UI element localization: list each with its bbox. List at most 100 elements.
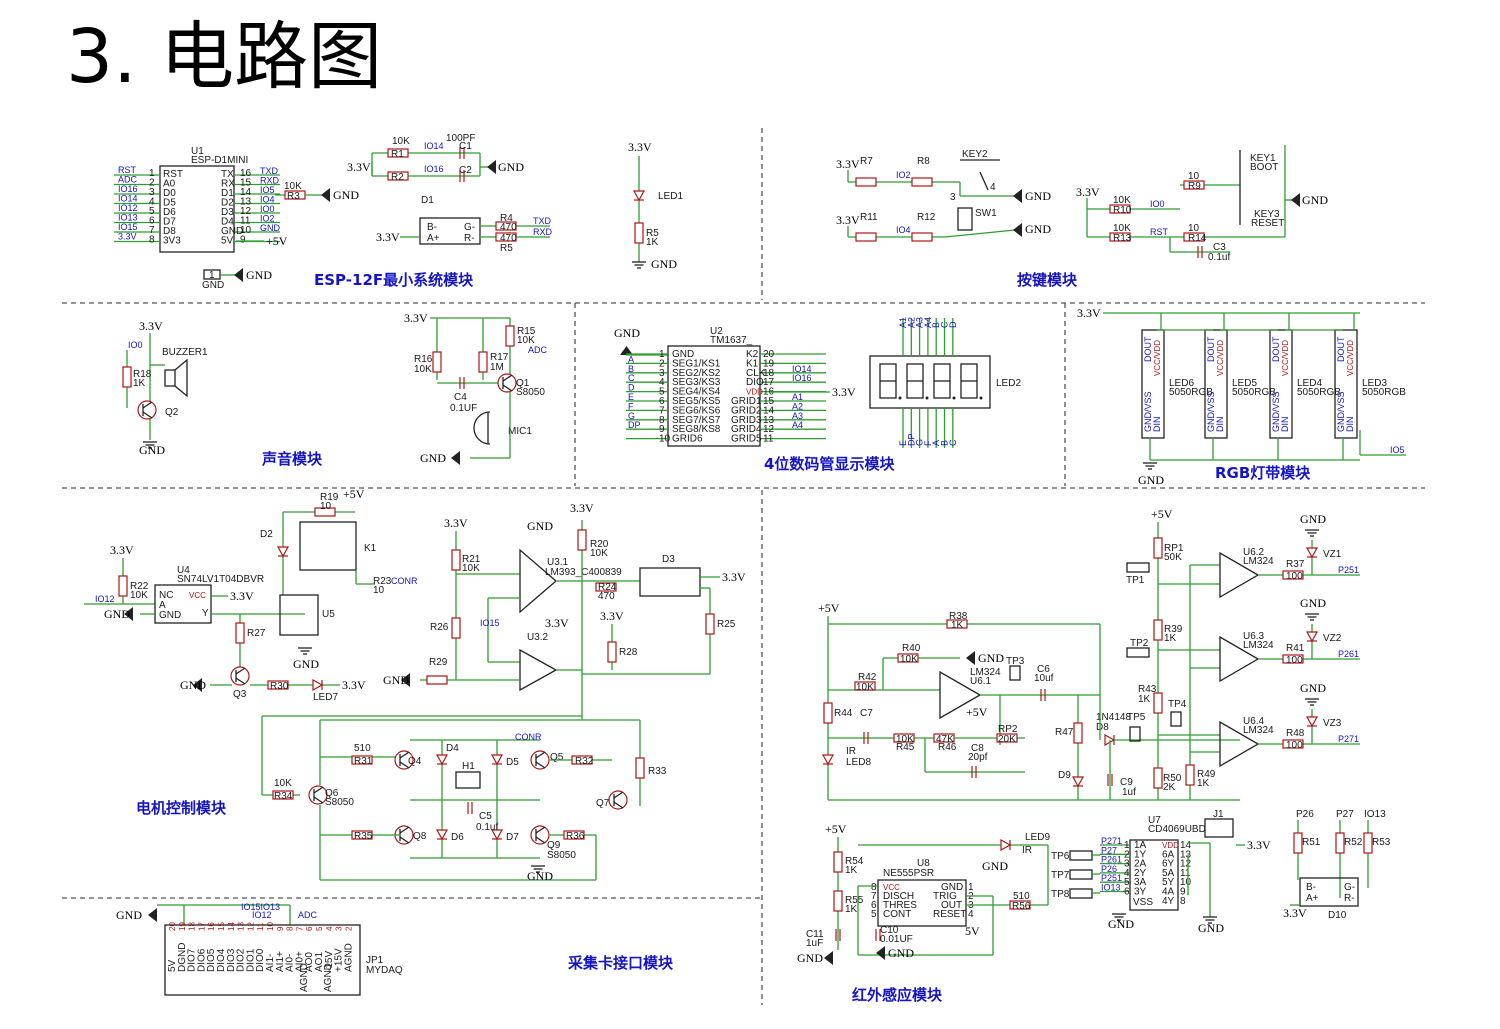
d4-label: D4: [446, 743, 459, 754]
sw1-body: [957, 207, 973, 231]
d10-pin-b: B-: [1306, 882, 1316, 893]
tm1637-pin-name: SEG5/KS5: [672, 396, 721, 407]
v5-label: +5V: [825, 822, 847, 836]
d1-body: [419, 217, 481, 245]
keys-module: 3.3V R7 R8 IO2 KEY2 GND 3 4 3.3V R11 R12…: [836, 145, 1328, 263]
esp-pin-num: 1: [149, 168, 155, 179]
rgb-pin-dout: DOUT: [1271, 336, 1281, 362]
tm1637-pin-num: 2: [659, 358, 665, 369]
daq-pin-labels: 205V19DGND18DIO717DIO616DIO515DIO414DIO3…: [167, 922, 354, 992]
r17-label: R17: [490, 352, 509, 363]
u4-pin-gnd: GND: [159, 610, 181, 621]
r4-value: 470: [500, 222, 517, 233]
v33-label: 3.3V: [444, 516, 468, 530]
gnd-label: GND: [104, 607, 130, 621]
r43-value: 1K: [1138, 694, 1151, 705]
d3-body: [639, 567, 701, 597]
r21-label: R21: [462, 554, 481, 565]
tm1637-pin-name: SEG7/KS7: [672, 415, 721, 426]
daq-pin-name: -15V: [324, 951, 335, 972]
module-label-esp: ESP-12F最小系统模块: [314, 271, 474, 289]
daq-pin-num: 14: [227, 922, 236, 931]
daq-pin-num: 9: [276, 926, 285, 931]
cd4069-pin-num: 4: [1124, 868, 1130, 879]
r36-label: R36: [566, 831, 585, 842]
key2-label: KEY2: [962, 149, 988, 160]
u4-pin-a: A: [159, 600, 166, 611]
comparator-part: LM324: [1243, 725, 1274, 736]
r39-label: R39: [1164, 624, 1183, 635]
tp1-label: TP1: [1126, 575, 1145, 586]
led2-label: LED2: [996, 378, 1021, 389]
r45-value: 10K: [896, 734, 914, 745]
r22-value: 10K: [130, 590, 148, 601]
tm1637-pin-num: 14: [763, 405, 775, 416]
u2-label: U2: [710, 326, 723, 337]
esp-chip-body: [159, 165, 235, 253]
d8-label: D8: [1096, 722, 1109, 733]
cd4069-pin-num: 9: [1180, 887, 1186, 898]
led1-r-label: R5: [646, 228, 659, 239]
r17-value: 1M: [490, 362, 504, 373]
gnd-label: GND: [333, 188, 359, 202]
key1-label: KEY1: [1250, 153, 1276, 164]
v33-label: 3.3V: [342, 678, 366, 692]
c8-label: C8: [971, 743, 984, 754]
daq-net-io15-io13: IO15IO13: [241, 902, 280, 912]
rgb-pin-gnd: GND/VSS: [1271, 391, 1281, 432]
ne555-pin-num: 5: [871, 909, 877, 920]
rgb-pin-din: DIN: [1215, 417, 1225, 433]
module-label-rgb: RGB灯带模块: [1215, 464, 1311, 482]
d10-pin-r: R-: [1344, 893, 1355, 904]
d2-label: D2: [260, 529, 273, 540]
daq-pin-num: 8: [286, 926, 295, 931]
gnd-label: GND: [420, 451, 446, 465]
d6-label: D6: [451, 832, 464, 843]
r50-label: R50: [1163, 773, 1182, 784]
r20-value: 10K: [590, 548, 608, 559]
module-label-daq: 采集卡接口模块: [567, 954, 674, 972]
q2-label: Q2: [165, 407, 179, 418]
v33-label: 3.3V: [1283, 906, 1307, 920]
r54-value: 1K: [845, 865, 858, 876]
r38-label: R38: [949, 611, 968, 622]
daq-pin-name: DIO1: [245, 948, 256, 972]
r24-value: 470: [598, 591, 615, 602]
q7-label: Q7: [596, 798, 610, 809]
v33-label: 3.3V: [836, 213, 860, 227]
q1-type: S8050: [516, 387, 545, 398]
gnd-label: GND: [383, 673, 409, 687]
tm1637-net-right: A1: [792, 392, 803, 402]
daq-net-adc: ADC: [298, 910, 318, 920]
daq-pin-num: 13: [237, 922, 246, 931]
v33-label: 3.3V: [628, 140, 652, 154]
cd4069-pin-num: 3: [1124, 859, 1130, 870]
pin-num: 3: [950, 192, 956, 203]
tm1637-pin-num: 11: [763, 434, 774, 445]
tm1637-pin-num: 6: [659, 396, 665, 407]
d3-label: D3: [662, 554, 675, 565]
net-io13: IO13: [1364, 809, 1386, 820]
daq-pin-num: 12: [246, 922, 255, 931]
esp-chip-name: ESP-D1MINI: [191, 155, 248, 166]
r19-value: 10: [320, 501, 332, 512]
rgb-pin-din: DIN: [1152, 417, 1162, 433]
led2-top-pin: D: [948, 321, 958, 328]
cd4069-net: IO13: [1101, 883, 1121, 893]
comparator-label: U6.4: [1243, 716, 1265, 727]
cd4069-pin-name: 2Y: [1134, 868, 1147, 879]
output-net: P261: [1338, 649, 1359, 659]
tm1637-net-left: G: [628, 411, 635, 421]
r27-label: R27: [247, 628, 266, 639]
tm1637-pin-name: GND: [672, 349, 694, 360]
u7-vss: VSS: [1133, 897, 1153, 908]
r56-value: 510: [1013, 891, 1030, 902]
r54-label: R54: [845, 856, 864, 867]
v33-label: 3.3V: [1247, 838, 1271, 852]
jp1-label: JP1: [366, 955, 384, 966]
daq-pin-num: 18: [188, 922, 197, 931]
gnd-label: GND: [498, 160, 524, 174]
zener-label: VZ1: [1323, 549, 1342, 560]
